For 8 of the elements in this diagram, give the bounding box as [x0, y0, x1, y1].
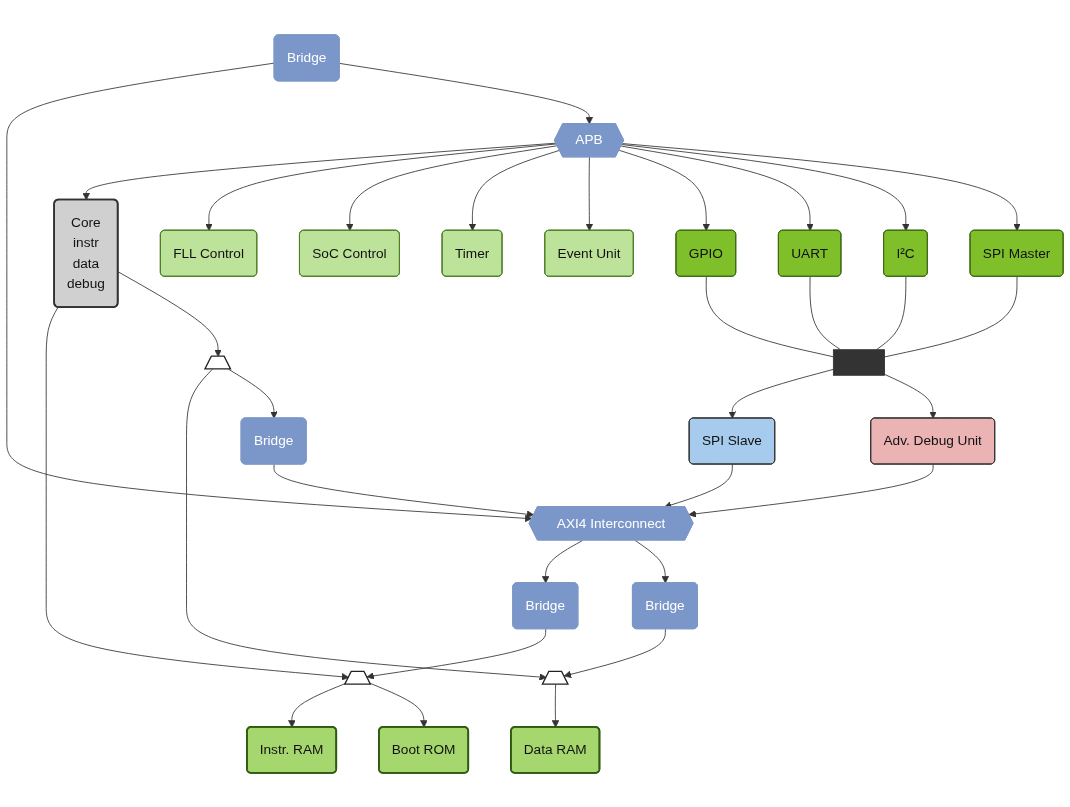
connector: [809, 275, 841, 350]
connector: [705, 275, 834, 357]
connector: [876, 275, 907, 350]
node-trapezoid: [343, 670, 372, 685]
node-trapezoid: [541, 670, 570, 685]
node-bar: [832, 348, 885, 376]
connector: [884, 275, 1018, 357]
node-trapezoid: [203, 355, 232, 370]
